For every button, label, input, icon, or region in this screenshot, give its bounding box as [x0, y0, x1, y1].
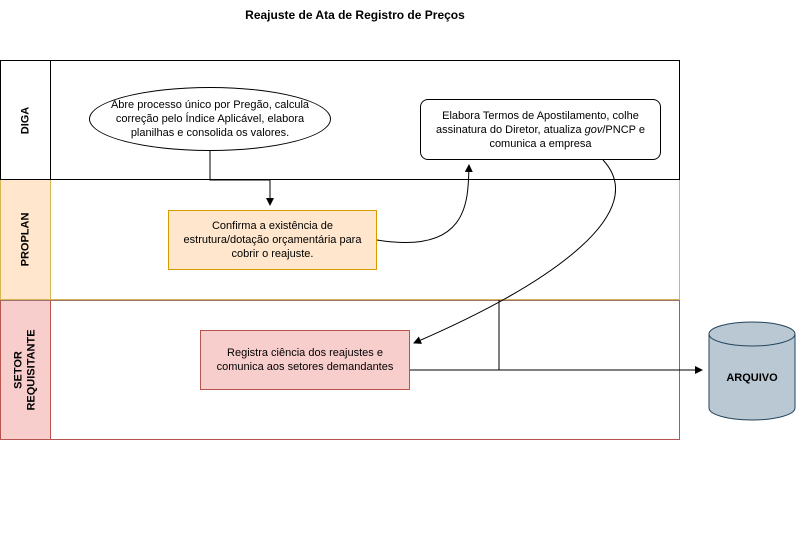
node-confirma: Confirma a existência de estrutura/dotaç…: [168, 210, 377, 270]
lane-header-diga: DIGA: [1, 61, 51, 179]
database-arquivo-label: ARQUIVO: [726, 372, 778, 384]
edge-elabora-to-registra: [413, 159, 616, 344]
lane-header-setor-requisitante: SETOR REQUISITANTE: [1, 301, 51, 439]
node-registra: Registra ciência dos reajustes e comunic…: [200, 330, 410, 390]
edge-confirma-to-elabora: [376, 164, 473, 243]
edge-abre-to-confirma: [209, 151, 274, 206]
node-confirma-text: Confirma a existência de estrutura/dotaç…: [183, 220, 362, 260]
node-elabora-termos-text: Elabora Termos de Apostilamento, colhe a…: [427, 109, 654, 151]
swimlane-diga: DIGA: [0, 60, 680, 180]
node-abre-processo: Abre processo único por Pregão, calcula …: [89, 87, 331, 151]
node-elabora-termos-text-a: Elabora Termos de Apostilamento, colhe a…: [436, 109, 639, 136]
node-elabora-termos: Elabora Termos de Apostilamento, colhe a…: [420, 99, 661, 160]
database-arquivo: [708, 321, 796, 421]
node-abre-processo-text: Abre processo único por Pregão, calcula …: [110, 99, 310, 139]
node-registra-text: Registra ciência dos reajustes e comunic…: [216, 347, 394, 373]
diagram-title: Reajuste de Ata de Registro de Preços: [245, 8, 465, 22]
node-elabora-termos-text-b: /PNCP e comunica a empresa: [489, 123, 645, 150]
node-elabora-termos-text-gov: gov: [584, 123, 603, 136]
lane-header-proplan: PROPLAN: [1, 180, 51, 299]
swimlane-proplan: PROPLAN: [0, 180, 680, 300]
